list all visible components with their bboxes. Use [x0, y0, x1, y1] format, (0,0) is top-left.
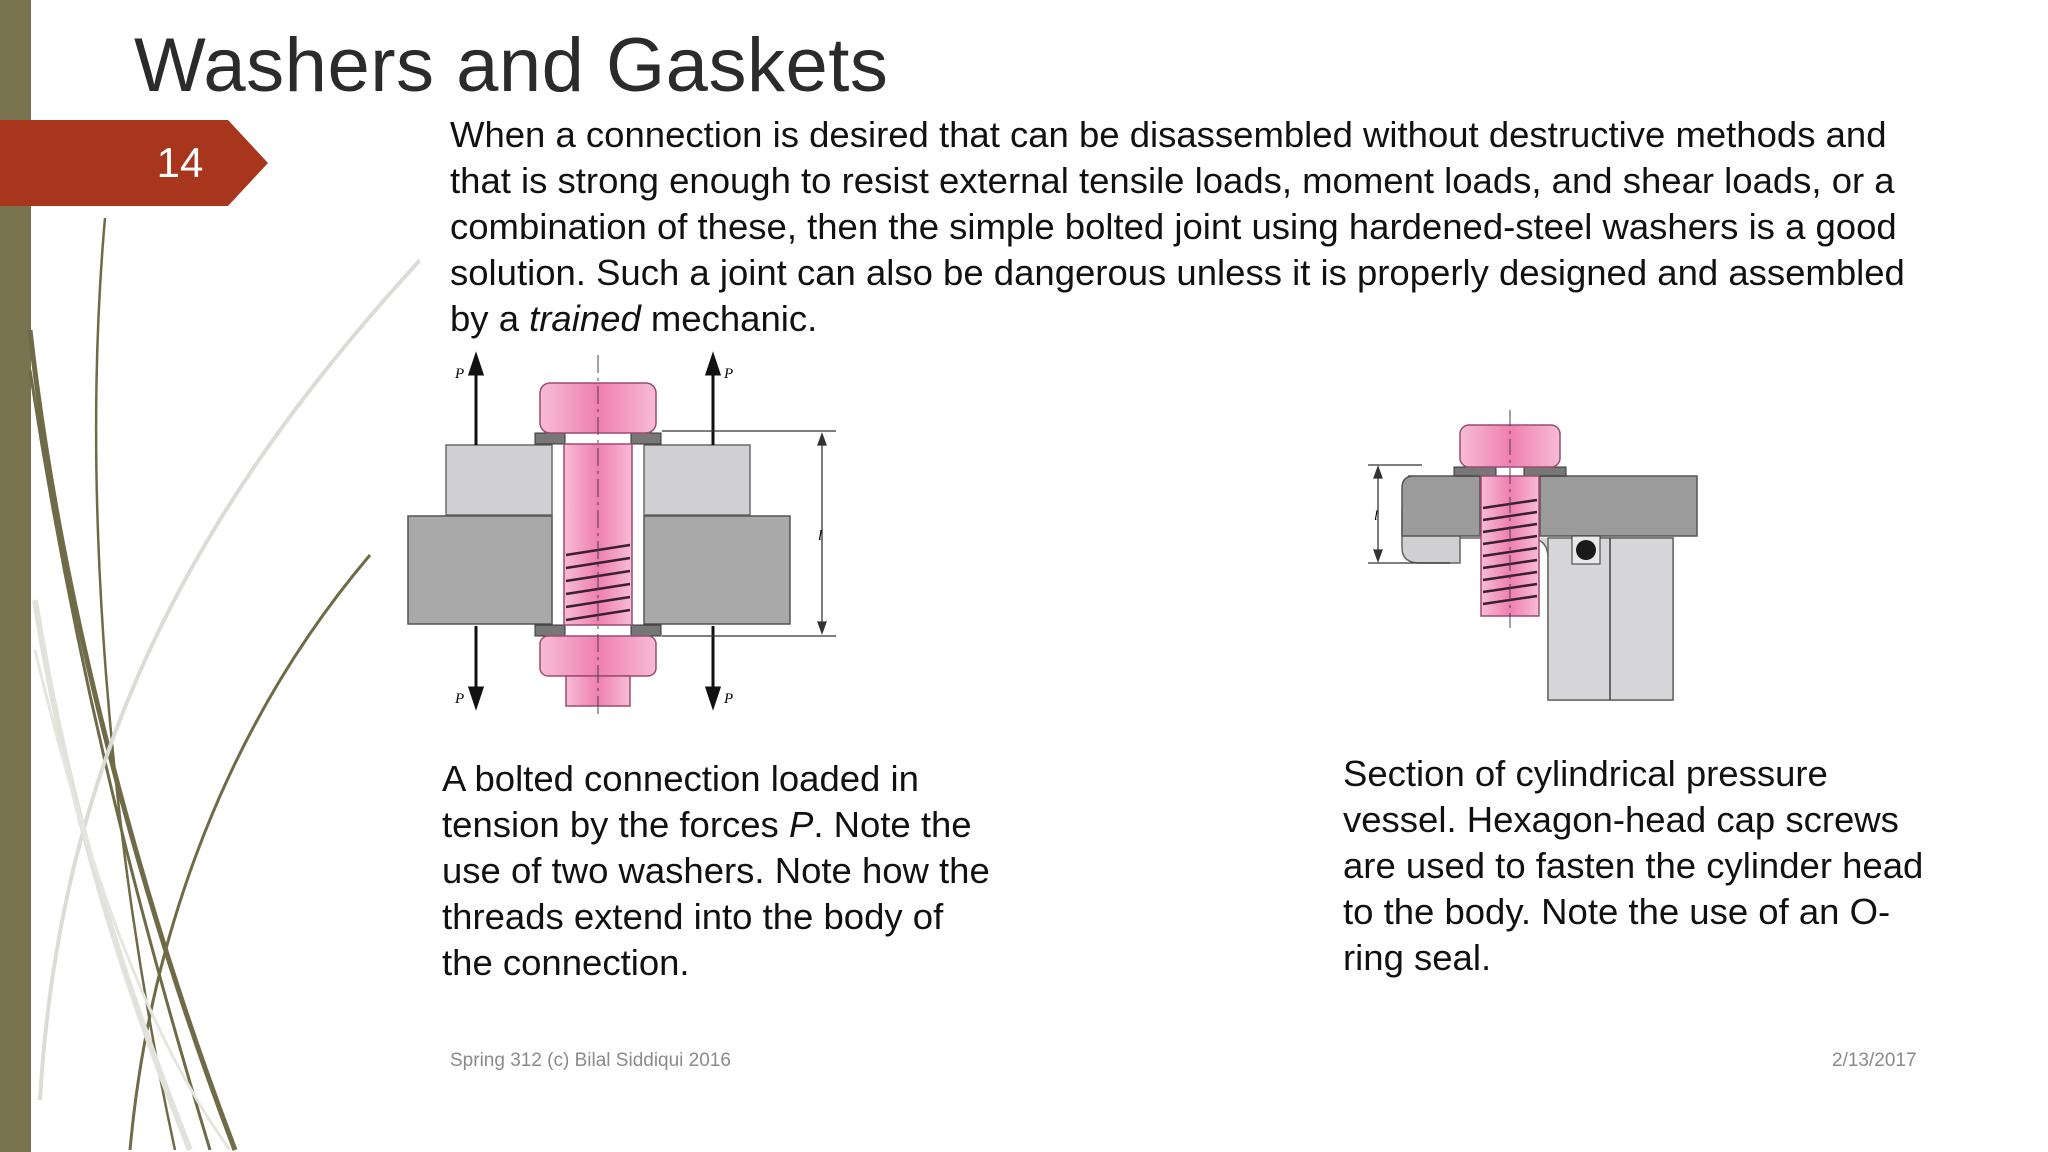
- slide-title: Washers and Gaskets: [134, 23, 889, 108]
- page-number-badge: [0, 120, 268, 206]
- caption-emphasis: P: [788, 804, 814, 845]
- right-figure-caption: Section of cylindrical pressure vessel. …: [1343, 753, 1924, 978]
- page-number: 14: [156, 139, 204, 186]
- force-label: P: [454, 366, 464, 382]
- force-label: P: [454, 691, 464, 707]
- intro-paragraph: When a connection is desired that can be…: [450, 112, 1910, 342]
- length-label: l: [818, 528, 822, 544]
- intro-text-1: When a connection is desired that can be…: [450, 114, 1905, 339]
- caption-text-1: A bolted connection loaded in tension by…: [442, 758, 919, 845]
- decorative-swooshes: [27, 217, 420, 1152]
- length-label: l: [1374, 509, 1378, 524]
- intro-emphasis: trained: [529, 298, 641, 339]
- force-label: P: [723, 366, 733, 382]
- bolted-connection-figure: P P P P l: [407, 351, 836, 715]
- intro-text-2: mechanic.: [640, 298, 818, 339]
- pressure-vessel-figure: l: [1368, 410, 1698, 701]
- footer-credit: Spring 312 (c) Bilal Siddiqui 2016: [450, 1050, 731, 1071]
- footer-date: 2/13/2017: [1832, 1050, 1917, 1071]
- left-figure-caption: A bolted connection loaded in tension by…: [442, 756, 1002, 986]
- force-label: P: [723, 691, 733, 707]
- caption-text-2: . Note the use of two washers. Note how …: [442, 804, 990, 983]
